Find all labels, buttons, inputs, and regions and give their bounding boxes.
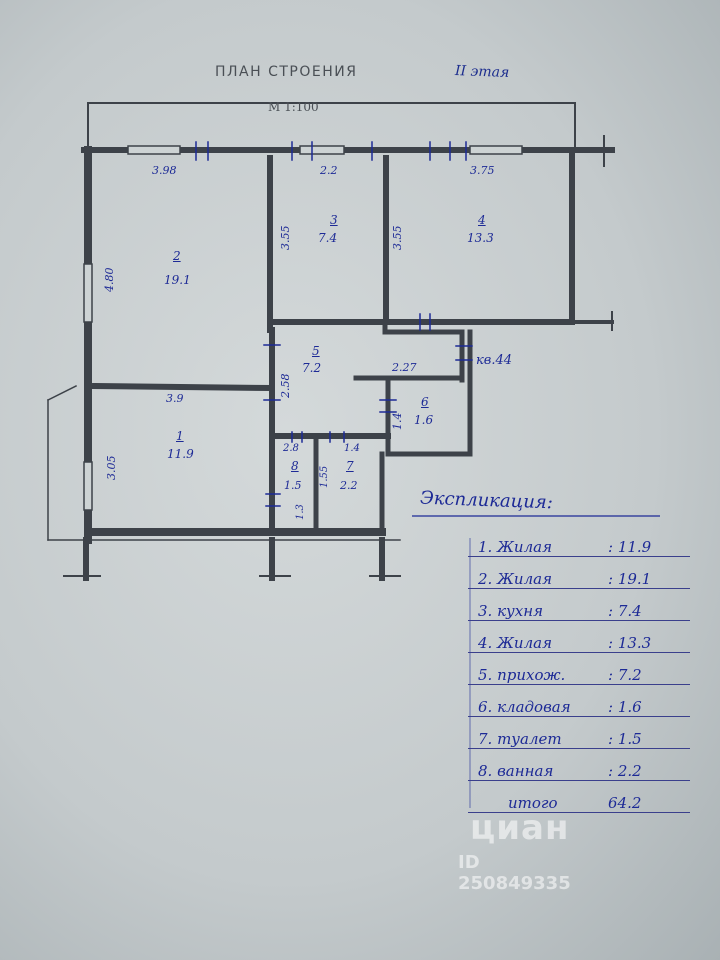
room-2-depth: 4.80: [103, 267, 116, 293]
room-4-width: 3.75: [470, 164, 495, 177]
corridor-dim: 2.27: [392, 361, 417, 374]
room-7-number: 7: [346, 459, 354, 473]
listing-id: ID 250849335: [458, 852, 571, 894]
room-4-depth: 3.55: [391, 225, 404, 251]
window: [127, 145, 181, 155]
apartment-number: кв.44: [476, 353, 513, 368]
explication-row: 7. туалет : 1.5: [468, 730, 690, 750]
wall-2-1: [91, 382, 274, 392]
explication-total-row: итого 64.2: [468, 794, 690, 814]
floor-note: II этая: [454, 63, 510, 81]
explication-room-name: 8. ванная: [478, 762, 554, 780]
window: [83, 263, 93, 323]
explication-total-value: 64.2: [608, 794, 642, 812]
explication-row: 6. кладовая : 1.6: [468, 698, 690, 718]
wall-hall-right: [382, 319, 465, 383]
room-7-depth: 1.55: [319, 465, 330, 488]
explication-room-name: 6. кладовая: [478, 698, 571, 716]
room-4-number: 4: [478, 213, 486, 227]
explication-room-area: : 7.4: [608, 602, 642, 620]
room-1-area: 11.9: [167, 447, 194, 461]
room-8-depth: 1.3: [295, 504, 306, 520]
explication-room-name: 2. Жилая: [478, 570, 553, 588]
explication-room-name: 5. прихож.: [478, 666, 566, 684]
room-6-area: 1.6: [414, 413, 434, 427]
room-7-area: 2.2: [340, 479, 358, 492]
explication-room-area: : 1.5: [608, 730, 642, 748]
window: [469, 145, 523, 155]
room-7-width: 1.4: [344, 443, 360, 454]
room-2-width: 3.98: [152, 164, 177, 177]
explication-row: 2. Жилая : 19.1: [468, 570, 690, 590]
explication-room-area: : 2.2: [608, 762, 642, 780]
explication-room-area: : 1.6: [608, 698, 642, 716]
room-8-width: 2.8: [283, 443, 299, 454]
window: [83, 461, 93, 511]
room-5-area: 7.2: [302, 361, 322, 375]
room-5-number: 5: [312, 344, 320, 358]
room-3-area: 7.4: [318, 231, 338, 245]
explication-room-area: : 19.1: [608, 570, 652, 588]
room-8-number: 8: [291, 459, 299, 473]
room-2-area: 19.1: [164, 273, 191, 287]
room-4-area: 13.3: [467, 231, 494, 245]
room-5-depth: 2.58: [279, 373, 292, 399]
roof-outline: [87, 102, 576, 151]
room-3-width: 2.2: [320, 164, 338, 177]
explication-room-name: 7. туалет: [478, 730, 562, 748]
wall-pantry: [385, 329, 473, 457]
window: [299, 145, 345, 155]
room-6-depth: 1.4: [391, 412, 404, 431]
explication-room-name: 1. Жилая: [478, 538, 553, 556]
room-1-depth: 3.05: [105, 455, 118, 481]
explication-row: 1. Жилая : 11.9: [468, 538, 690, 558]
room-1-number: 1: [176, 429, 184, 443]
explication-total-label: итого: [508, 794, 558, 812]
explication-row: 5. прихож. : 7.2: [468, 666, 690, 686]
room-1-width: 3.9: [166, 392, 184, 405]
explication-row: 3. кухня : 7.4: [468, 602, 690, 622]
explication-room-area: : 7.2: [608, 666, 642, 684]
scale-label: М 1:100: [268, 100, 319, 114]
explication-room-area: : 13.3: [608, 634, 652, 652]
room-3-number: 3: [330, 213, 338, 227]
room-6-number: 6: [421, 395, 429, 409]
cian-logo: циан: [470, 808, 570, 848]
cian-watermark: циан ID 250849335: [458, 808, 571, 894]
explication-room-area: : 11.9: [608, 538, 652, 556]
room-2-number: 2: [173, 249, 181, 263]
explication-row: 8. ванная : 2.2: [468, 762, 690, 782]
explication-row: 4. Жилая : 13.3: [468, 634, 690, 654]
explication-room-name: 3. кухня: [478, 602, 544, 620]
plan-title: ПЛАН СТРОЕНИЯ: [215, 64, 358, 80]
room-3-depth: 3.55: [279, 225, 292, 251]
explication-room-name: 4. Жилая: [478, 634, 553, 652]
room-8-area: 1.5: [284, 479, 302, 492]
